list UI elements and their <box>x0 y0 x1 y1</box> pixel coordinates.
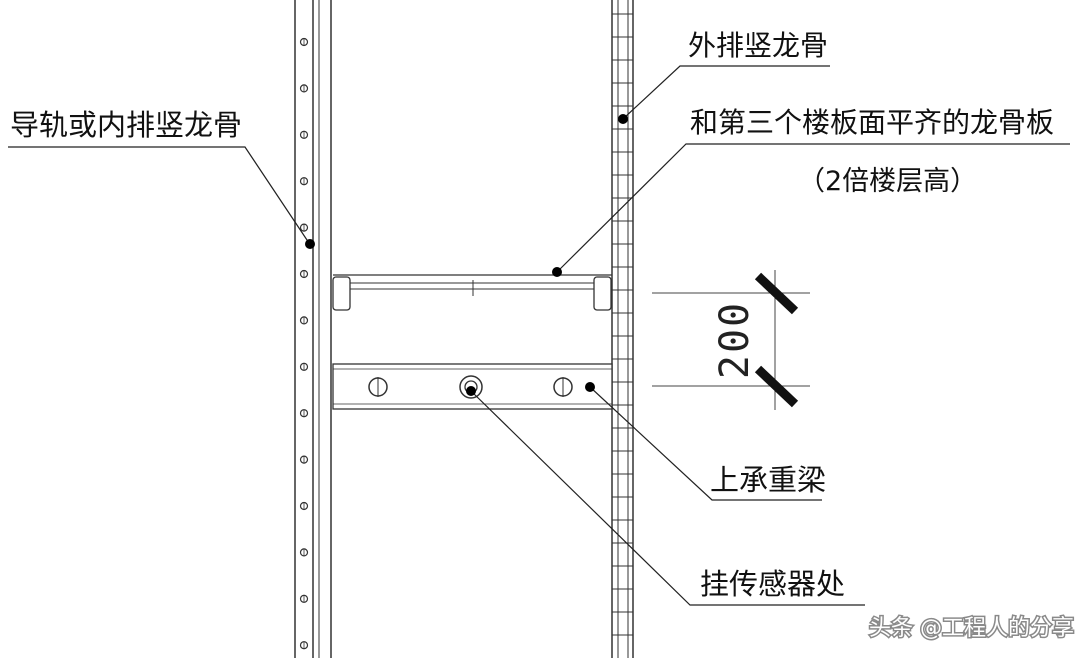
leader-lines <box>8 65 1070 606</box>
floor-level-beam-board <box>332 274 612 311</box>
outer-stud-column <box>611 0 634 658</box>
label-outer-stud: 外排竖龙骨 <box>688 29 828 62</box>
beam-left-end-clip <box>332 276 351 311</box>
dimension-tick-top <box>754 272 799 315</box>
beam-right-end-clip <box>593 276 612 311</box>
rail-holes <box>299 37 309 650</box>
label-floor-beam-note: （2倍楼层高） <box>798 166 977 197</box>
label-sensor-point: 挂传感器处 <box>700 567 845 601</box>
dimension-value: 200 <box>712 301 758 379</box>
leader-dots <box>305 114 628 396</box>
left-guide-rail <box>294 0 332 658</box>
stud-ticks <box>612 13 633 636</box>
label-guide-rail: 导轨或内排竖龙骨 <box>10 108 242 142</box>
watermark: 头条 @工程人的分享 <box>868 615 1076 643</box>
bolt-hole-right <box>553 377 573 397</box>
bearing-beam <box>332 363 613 410</box>
dimension-tick-bottom <box>754 365 799 408</box>
label-bearing-beam: 上承重梁 <box>710 463 826 497</box>
bolt-hole-left <box>368 377 388 397</box>
label-floor-beam-board: 和第三个楼板面平齐的龙骨板 <box>690 106 1054 139</box>
dimension-200: 200 <box>652 270 810 410</box>
watermark-text: 头条 @工程人的分享 <box>869 616 1074 641</box>
